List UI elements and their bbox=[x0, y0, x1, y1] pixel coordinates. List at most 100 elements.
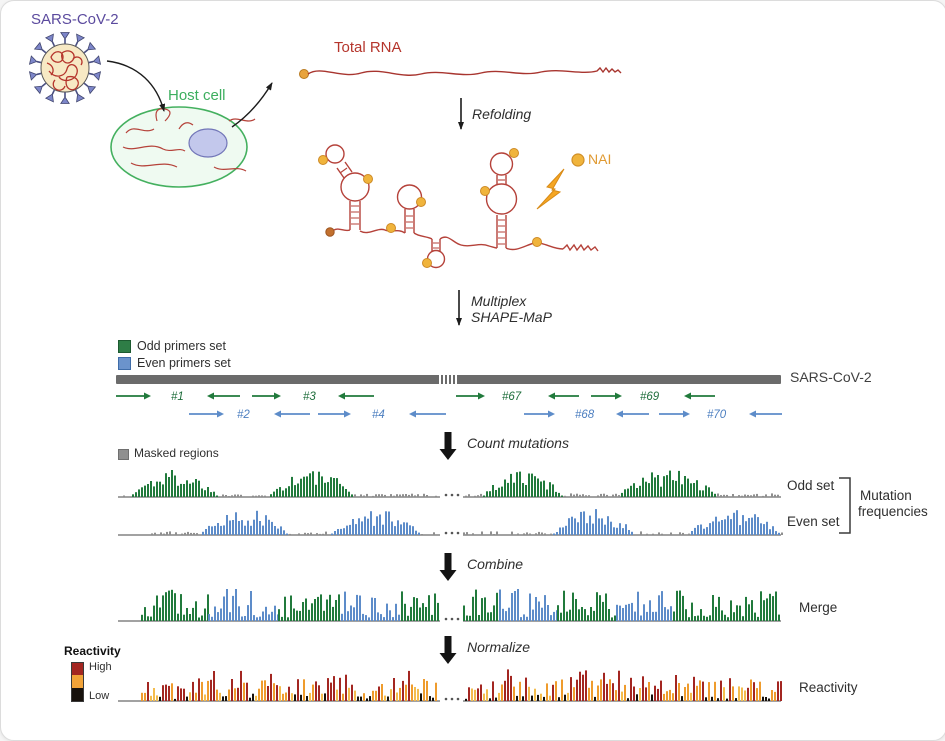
bar bbox=[572, 592, 574, 621]
bar bbox=[405, 494, 407, 497]
primer-label: #70 bbox=[707, 409, 727, 421]
bar bbox=[408, 494, 410, 497]
bar bbox=[694, 527, 696, 535]
bar bbox=[244, 525, 246, 535]
nai-label: NAI bbox=[588, 151, 612, 167]
bar bbox=[378, 686, 380, 701]
bar bbox=[223, 596, 225, 621]
bar bbox=[645, 481, 647, 497]
track-break-dots bbox=[456, 697, 460, 701]
bar bbox=[560, 612, 562, 621]
bar bbox=[535, 533, 537, 535]
bar bbox=[693, 676, 695, 701]
bar bbox=[471, 688, 473, 701]
bar bbox=[759, 681, 761, 701]
bar bbox=[240, 670, 242, 701]
bar bbox=[156, 481, 158, 497]
bar bbox=[358, 518, 360, 535]
track-break-dots bbox=[444, 493, 448, 497]
bar bbox=[687, 683, 689, 701]
bar bbox=[302, 602, 304, 621]
bar bbox=[348, 687, 350, 701]
bar bbox=[321, 693, 323, 701]
bar bbox=[397, 520, 399, 535]
bar bbox=[156, 695, 158, 701]
bar bbox=[165, 592, 167, 621]
primer-arrow-head bbox=[749, 410, 756, 418]
bar bbox=[517, 533, 519, 535]
bar bbox=[400, 524, 402, 535]
bar bbox=[557, 605, 559, 621]
bar bbox=[250, 591, 252, 621]
bar bbox=[606, 683, 608, 701]
bar bbox=[765, 494, 767, 497]
bar bbox=[406, 522, 408, 535]
bar bbox=[267, 686, 269, 701]
bar bbox=[762, 696, 764, 701]
refolding-step-label: Refolding bbox=[472, 106, 532, 122]
bar bbox=[189, 483, 191, 497]
bar bbox=[694, 616, 696, 621]
bar bbox=[468, 494, 470, 497]
bar bbox=[381, 684, 383, 701]
bar bbox=[631, 602, 633, 621]
bar bbox=[291, 476, 293, 497]
bar bbox=[299, 610, 301, 621]
virus-spike-stem bbox=[88, 72, 94, 76]
bar bbox=[327, 482, 329, 497]
bar bbox=[596, 592, 598, 621]
bar bbox=[566, 611, 568, 621]
bar bbox=[742, 515, 744, 535]
bar bbox=[519, 471, 521, 497]
bar bbox=[540, 693, 542, 701]
bar bbox=[607, 516, 609, 535]
bar bbox=[549, 695, 551, 701]
bar bbox=[597, 685, 599, 701]
bar bbox=[583, 511, 585, 535]
bar bbox=[550, 615, 552, 621]
track-break-dots bbox=[456, 493, 460, 497]
bar bbox=[688, 533, 690, 535]
bar bbox=[339, 483, 341, 497]
bar bbox=[395, 603, 397, 621]
bar bbox=[198, 617, 200, 621]
bar bbox=[265, 606, 267, 621]
bar bbox=[618, 495, 620, 497]
bar bbox=[348, 491, 350, 497]
bar bbox=[493, 534, 495, 535]
bar bbox=[484, 597, 486, 621]
bar bbox=[231, 679, 233, 701]
bar bbox=[284, 596, 286, 621]
bar bbox=[495, 490, 497, 497]
bar bbox=[640, 531, 642, 535]
bar bbox=[516, 472, 518, 497]
bar bbox=[505, 611, 507, 621]
bar bbox=[403, 522, 405, 535]
bar bbox=[477, 495, 479, 497]
bar bbox=[585, 495, 587, 497]
bar bbox=[195, 601, 197, 621]
bar bbox=[561, 495, 563, 497]
bar bbox=[141, 614, 143, 621]
bar bbox=[174, 475, 176, 497]
bar bbox=[642, 676, 644, 701]
primer-arrow-head bbox=[478, 392, 485, 400]
bar bbox=[337, 529, 339, 535]
track-break-dots bbox=[444, 697, 448, 701]
bar bbox=[463, 532, 465, 535]
bar bbox=[621, 492, 623, 497]
bar bbox=[285, 692, 287, 701]
bar bbox=[190, 532, 192, 535]
bar bbox=[507, 669, 509, 701]
bar bbox=[366, 698, 368, 701]
virus-spike-head bbox=[76, 93, 86, 103]
bar bbox=[468, 687, 470, 701]
bar bbox=[645, 687, 647, 701]
bar bbox=[289, 533, 291, 535]
reactivity-low-label: Low bbox=[89, 690, 110, 702]
bar bbox=[144, 485, 146, 497]
bar bbox=[587, 615, 589, 621]
virus-spike-head bbox=[87, 85, 97, 95]
bar bbox=[214, 606, 216, 621]
bar bbox=[648, 483, 650, 497]
